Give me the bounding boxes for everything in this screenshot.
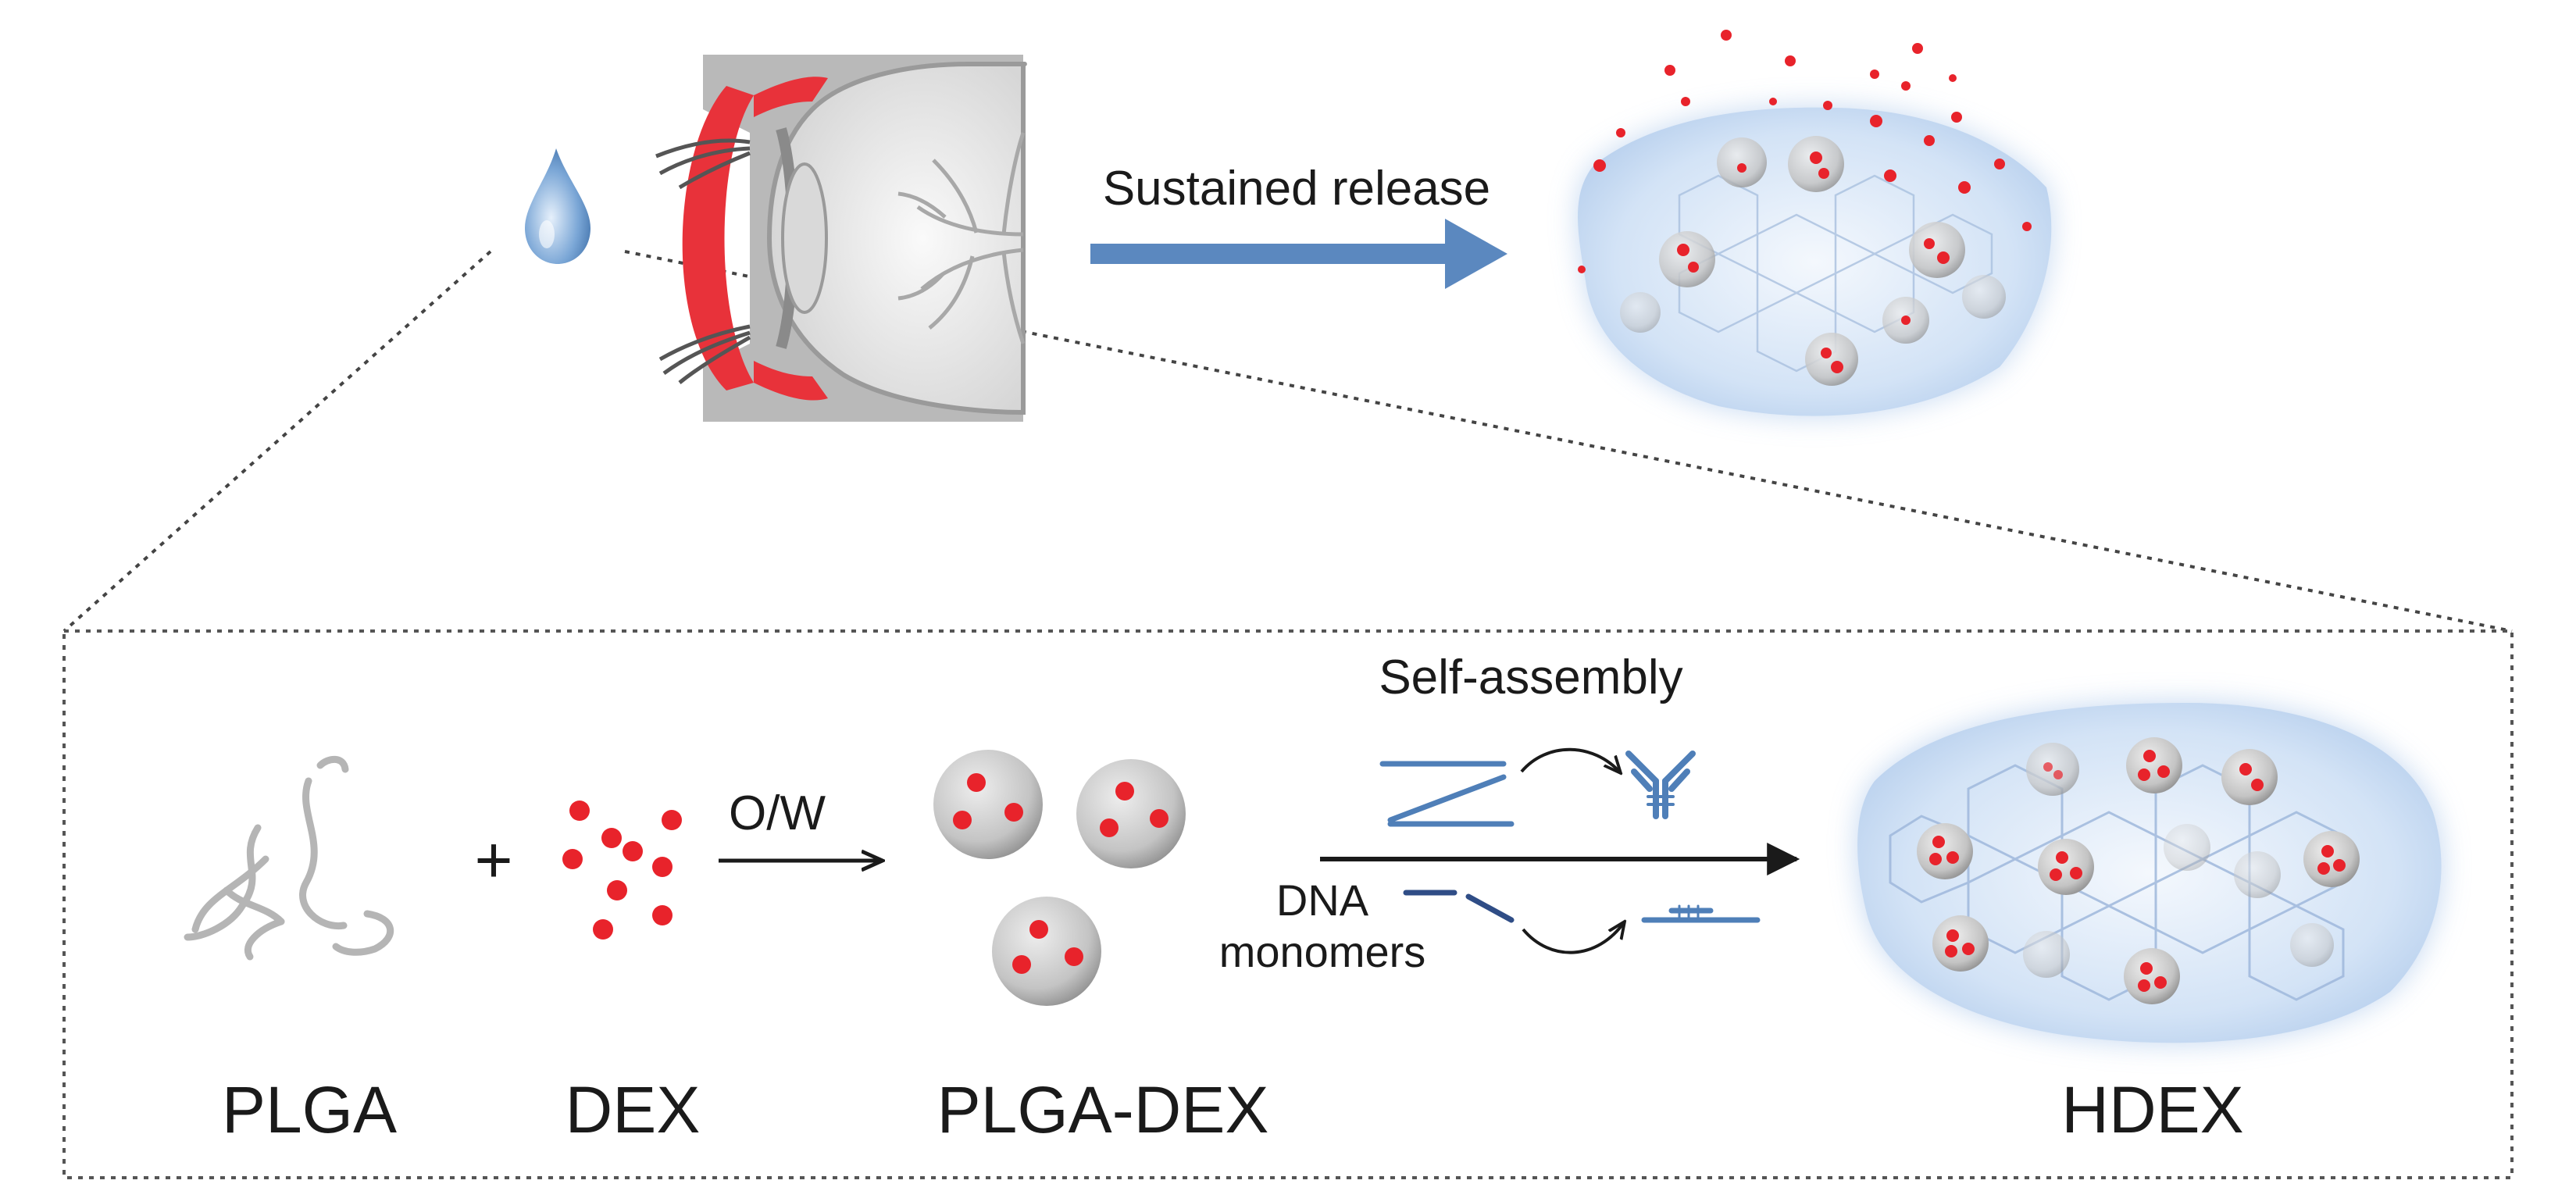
- dna-monomer-strands-top: [1379, 761, 1515, 827]
- sustained-release-label: Sustained release: [1103, 162, 1490, 216]
- emulsion-label: O/W: [729, 786, 826, 840]
- sustained-release-arrow: [1090, 219, 1507, 289]
- released-drug-dots: [1578, 30, 2032, 373]
- curved-arrow-lower: [1522, 922, 1625, 954]
- zoom-guide-lines: [62, 250, 2513, 633]
- hdex-label: HDEX: [2061, 1073, 2243, 1146]
- dex-label: DEX: [566, 1073, 701, 1146]
- hdex-embedded-nanoparticles: [1917, 737, 2360, 1004]
- released-hydrogel: [1578, 30, 2052, 416]
- y-dna-motif-icon: [1625, 751, 1696, 819]
- dna-monomers-label-line2: monomers: [1219, 927, 1426, 976]
- plga-dex-label: PLGA-DEX: [937, 1073, 1269, 1146]
- plga-dex-nanoparticles: [933, 750, 1186, 1006]
- plus-sign: +: [474, 823, 512, 897]
- curved-arrow-upper: [1520, 747, 1621, 773]
- plga-polymer-icon: [184, 755, 394, 961]
- plga-label: PLGA: [222, 1073, 397, 1146]
- self-assembly-label: Self-assembly: [1379, 651, 1682, 704]
- eye-cross-section: [655, 55, 1027, 422]
- hdex-drug-dots: [1929, 750, 2346, 992]
- dna-monomer-strands-bottom: [1403, 890, 1515, 923]
- dna-monomers-label-line1: DNA: [1276, 875, 1369, 925]
- dex-molecules: [562, 801, 682, 940]
- linker-dna-motif-icon: [1641, 904, 1761, 923]
- hdex-hydrogel: [1857, 703, 2442, 1043]
- eye-drop-icon: [525, 148, 590, 264]
- released-nanoparticles: [1620, 136, 2006, 386]
